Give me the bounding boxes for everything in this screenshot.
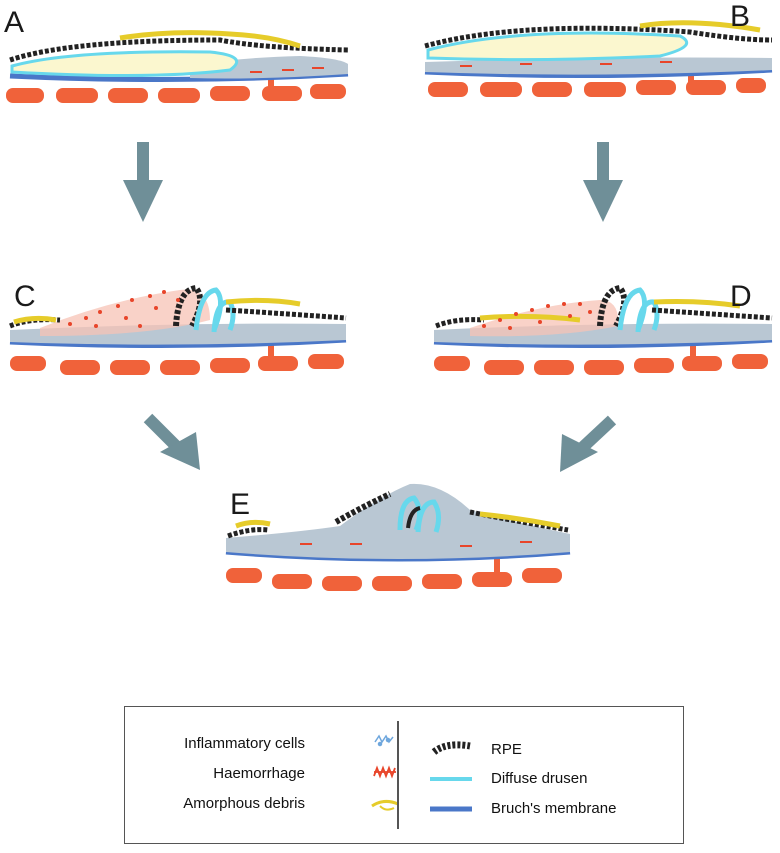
- debris-deposit: [479, 299, 741, 323]
- legend-label-diffuse-drusen: Diffuse drusen: [491, 770, 588, 787]
- arrow-d-to-e: [560, 415, 617, 472]
- bruchs-membrane-line: [433, 337, 773, 349]
- choroid-vessels: [6, 70, 346, 103]
- legend-swatch-amorphous-debris: [371, 799, 399, 811]
- haemorrhage-marks: [460, 61, 672, 67]
- debris-deposit: [13, 297, 301, 325]
- panel-label-b: B: [730, 0, 751, 33]
- legend-label-bruchs-membrane: Bruch's membrane: [491, 800, 617, 817]
- bruchs-membrane-line: [9, 337, 347, 349]
- haemorrhage-dots: [68, 290, 180, 328]
- panel-label-c: C: [14, 280, 36, 313]
- legend-label-inflammatory-cells: Inflammatory cells: [184, 735, 305, 752]
- panel-label-d: D: [730, 280, 752, 313]
- rpe-layer: [435, 307, 773, 329]
- legend-label-rpe: RPE: [491, 741, 522, 758]
- sub-rpe-deposit: [425, 57, 772, 75]
- haemorrhage-marks: [250, 67, 324, 73]
- rpe-layer: [424, 25, 773, 49]
- panel-label-e: E: [230, 488, 251, 521]
- haemorrhage-area: [40, 289, 210, 336]
- arrow-c-to-e: [143, 413, 200, 470]
- panel-d-illustration: [433, 284, 773, 375]
- panel-c-illustration: [9, 284, 347, 375]
- neovascular-loops: [334, 491, 442, 533]
- choroid-vessels: [10, 340, 344, 375]
- rpe-layer: [227, 509, 569, 539]
- debris-deposit: [235, 511, 561, 529]
- serous-fluid: [10, 50, 239, 78]
- legend: Inflammatory cells Haemorrhage Amorphous…: [124, 706, 684, 844]
- arrow-a-to-c: [123, 142, 163, 222]
- arrow-b-to-d: [583, 142, 623, 222]
- panel-label-a: A: [4, 6, 25, 39]
- legend-label-amorphous-debris: Amorphous debris: [183, 795, 305, 812]
- rpe-layer: [9, 37, 349, 63]
- debris-deposit: [639, 20, 761, 33]
- panel-e-illustration: [225, 483, 571, 591]
- panel-b-illustration: [424, 20, 773, 97]
- legend-swatch-rpe: [431, 741, 471, 755]
- debris-deposit: [119, 30, 301, 49]
- choroid-vessels: [434, 340, 768, 375]
- legend-divider: [397, 721, 399, 829]
- panel-a-illustration: [6, 30, 349, 103]
- legend-label-haemorrhage: Haemorrhage: [213, 765, 305, 782]
- haemorrhage-dots: [482, 302, 592, 330]
- choroid-vessels: [226, 552, 562, 591]
- legend-swatch-haemorrhage: [373, 765, 396, 779]
- serous-fluid: [426, 31, 689, 62]
- choroid-vessels: [428, 64, 766, 97]
- bruchs-membrane-line: [424, 67, 773, 79]
- legend-swatch-inflammatory-cells: [374, 734, 394, 747]
- haemorrhage-marks: [300, 541, 532, 547]
